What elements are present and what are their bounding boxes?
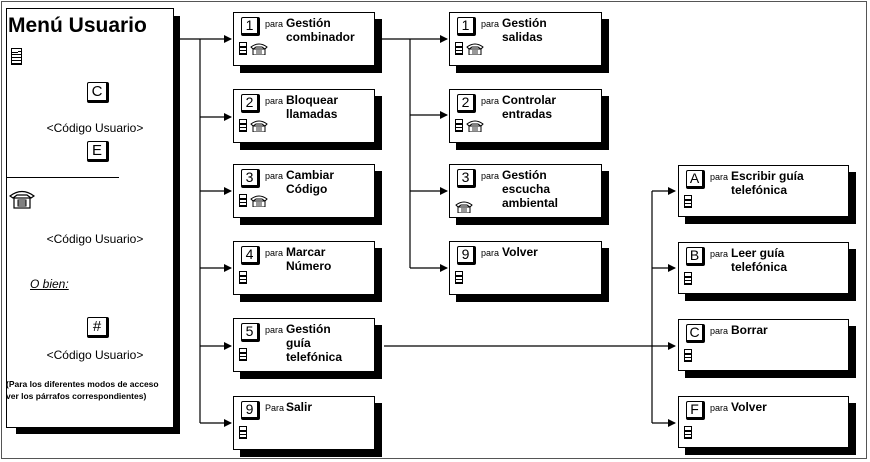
key-9: 9	[457, 246, 476, 265]
keypad-icon	[239, 194, 247, 207]
para-label: para	[265, 19, 284, 29]
key-4: 4	[241, 246, 260, 265]
key-f: F	[686, 401, 705, 420]
key-e: E	[87, 141, 109, 162]
key-2: 2	[241, 94, 260, 113]
key-b: B	[686, 247, 705, 266]
keypad-icon	[239, 426, 247, 439]
key-c: C	[87, 82, 109, 103]
para-label: para	[481, 248, 500, 258]
col3-menu-option[interactable]	[678, 319, 849, 371]
option-label: Borrar	[731, 323, 768, 337]
key-3: 3	[457, 169, 476, 188]
para-label: para	[481, 171, 500, 181]
col3-menu-option[interactable]	[678, 242, 849, 294]
telephone-icon	[250, 195, 268, 207]
menu-usuario-panel	[6, 8, 174, 428]
key-3: 3	[241, 169, 260, 188]
key-9: 9	[241, 401, 260, 420]
telephone-icon	[455, 201, 473, 213]
key-c: C	[686, 324, 705, 343]
telephone-icon	[9, 190, 35, 209]
col1-menu-option[interactable]	[233, 396, 375, 450]
option-label: Gestión escucha ambiental	[502, 168, 559, 210]
user-code-3: <Código Usuario>	[46, 348, 144, 362]
key-hash: #	[87, 317, 109, 338]
para-label: para	[481, 96, 500, 106]
option-label: Gestión combinador	[286, 16, 355, 44]
keypad-icon	[455, 271, 463, 284]
telephone-icon	[250, 43, 268, 55]
keypad-icon	[11, 48, 22, 65]
user-code-1: <Código Usuario>	[46, 121, 144, 135]
keypad-icon	[684, 195, 692, 208]
option-label: Gestión guía telefónica	[286, 322, 343, 364]
key-2: 2	[457, 94, 476, 113]
telephone-icon	[250, 120, 268, 132]
option-label: Controlar entradas	[502, 93, 556, 121]
para-label: para	[710, 403, 729, 413]
keypad-icon	[455, 42, 463, 55]
option-label: Escribir guía telefónica	[731, 169, 804, 197]
key-1: 1	[241, 17, 260, 36]
option-label: Bloquear llamadas	[286, 93, 339, 121]
or-label: O bien:	[30, 277, 69, 291]
key-5: 5	[241, 323, 260, 342]
key-1: 1	[457, 17, 476, 36]
keypad-icon	[455, 119, 463, 132]
para-label: para	[265, 171, 284, 181]
keypad-icon	[239, 119, 247, 132]
para-label: para	[710, 326, 729, 336]
col3-menu-option[interactable]	[678, 165, 849, 217]
access-note: (Para los diferentes modos de acceso ver…	[6, 379, 159, 401]
option-label: Leer guía telefónica	[731, 246, 788, 274]
para-label: para	[265, 325, 284, 335]
para-label: Para	[265, 403, 285, 413]
key-a: A	[686, 170, 705, 189]
option-label: Volver	[502, 245, 538, 259]
option-label: Gestión salidas	[502, 16, 547, 44]
keypad-icon	[684, 349, 692, 362]
para-label: para	[710, 249, 729, 259]
option-label: Volver	[731, 400, 767, 414]
option-label: Salir	[286, 400, 313, 414]
menu-title: Menú Usuario	[8, 14, 147, 37]
keypad-icon	[239, 42, 247, 55]
keypad-icon	[239, 271, 247, 284]
option-label: Marcar Número	[286, 245, 332, 273]
para-label: para	[265, 248, 284, 258]
keypad-icon	[239, 348, 247, 361]
telephone-icon	[466, 120, 484, 132]
col1-menu-option[interactable]	[233, 164, 375, 218]
para-label: para	[710, 172, 729, 182]
para-label: para	[265, 96, 284, 106]
para-label: para	[481, 19, 500, 29]
keypad-icon	[684, 272, 692, 285]
keypad-icon	[684, 426, 692, 439]
user-code-2: <Código Usuario>	[46, 232, 144, 246]
menu-divider	[6, 177, 119, 178]
col3-menu-option[interactable]	[678, 396, 849, 448]
option-label: Cambiar Código	[286, 168, 335, 196]
telephone-icon	[466, 43, 484, 55]
